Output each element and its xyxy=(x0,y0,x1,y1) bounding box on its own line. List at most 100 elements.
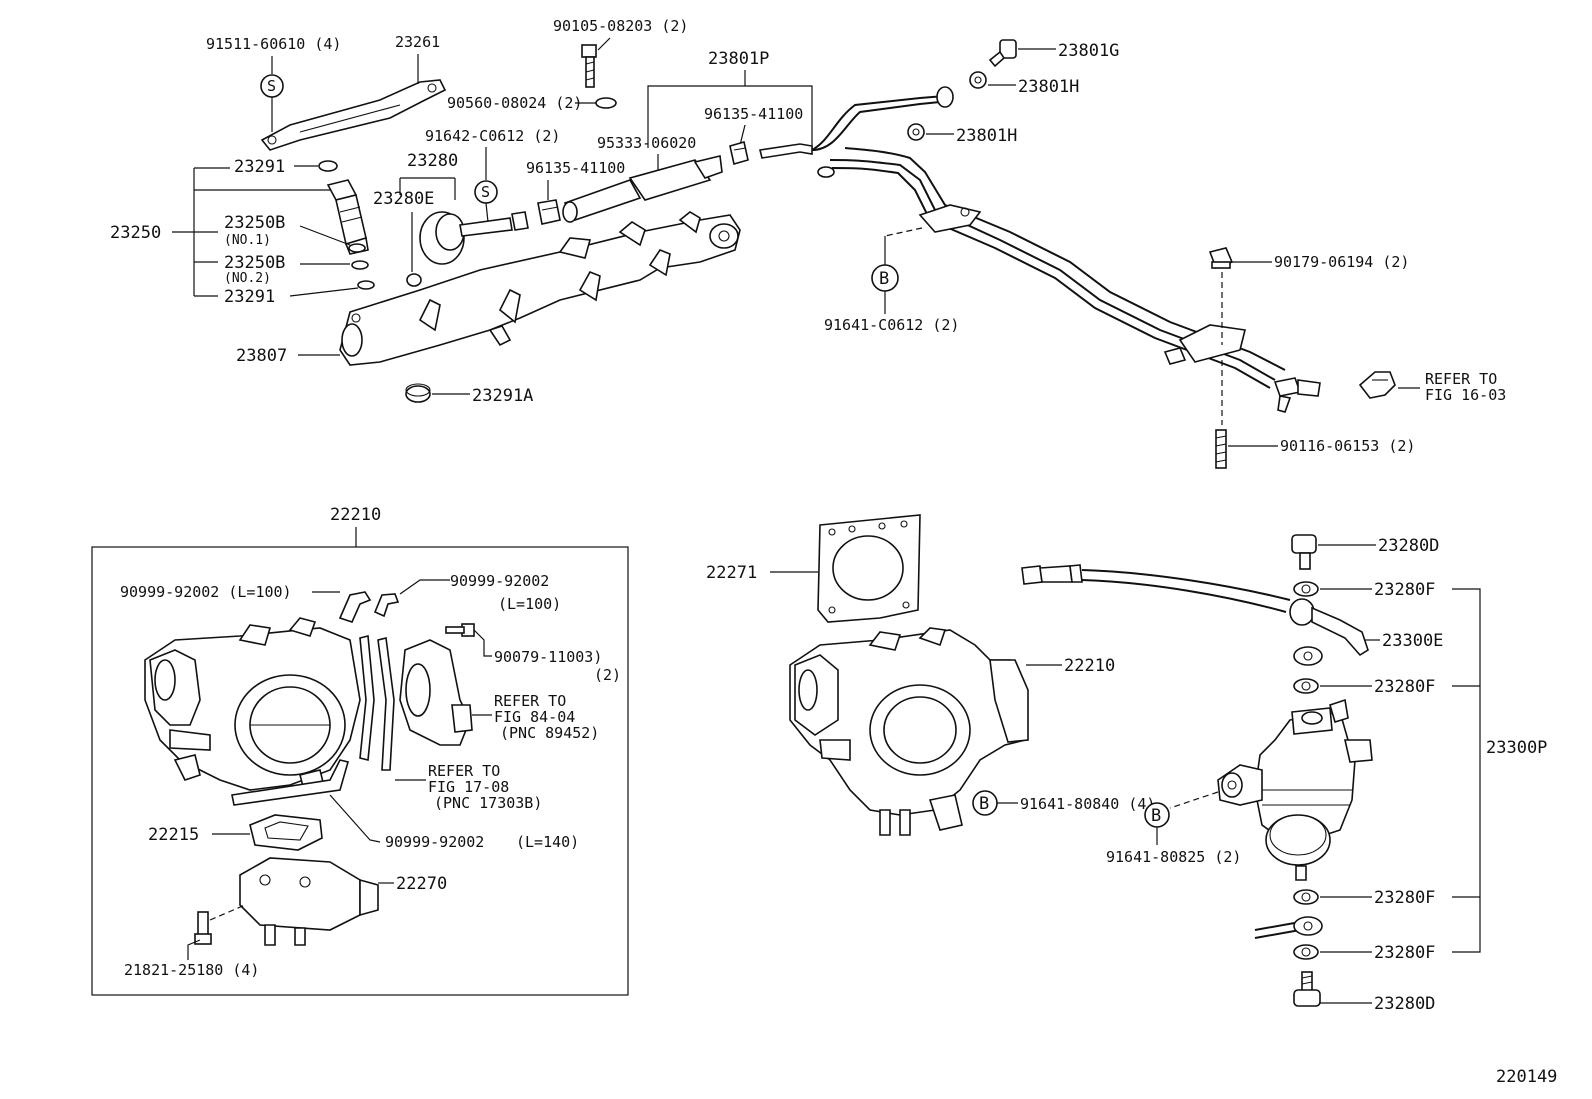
label-23280D-bottom: 23280D xyxy=(1374,994,1435,1014)
insulator-23291A xyxy=(405,385,431,403)
bolt-23280D-top xyxy=(1291,534,1317,570)
label-90999-b: 90999-92002 xyxy=(450,572,549,590)
label-23801H-a: 23801H xyxy=(1018,77,1079,97)
label-23250: 23250 xyxy=(110,223,161,243)
symbol-b-icon: B xyxy=(972,790,998,816)
regulator-23280 xyxy=(419,211,529,265)
label-90999-c-len: (L=140) xyxy=(516,833,579,851)
gasket-22215 xyxy=(249,814,323,851)
label-23300E: 23300E xyxy=(1382,631,1443,651)
label-23291A: 23291A xyxy=(472,386,533,406)
gasket-22271 xyxy=(817,514,921,623)
isc-valve-22270 xyxy=(239,857,379,946)
air-valve-right xyxy=(399,639,473,746)
label-90999-b-len: (L=100) xyxy=(498,595,561,613)
washer-90560 xyxy=(595,97,617,109)
label-91641-80840: 91641-80840 (4) xyxy=(1020,795,1155,813)
label-22271: 22271 xyxy=(706,563,757,583)
label-22215: 22215 xyxy=(148,825,199,845)
hose-90999-a xyxy=(338,591,400,623)
label-21821: 21821-25180 (4) xyxy=(124,961,259,979)
symbol-s-icon: S xyxy=(260,74,284,98)
label-refer-84-04-a: REFER TO xyxy=(494,692,566,710)
gasket-23280F-4 xyxy=(1293,944,1319,960)
gasket-23801H-b xyxy=(907,123,925,141)
label-23261: 23261 xyxy=(395,33,440,51)
throttle-body-22210-right xyxy=(789,627,1029,836)
svg-text:B: B xyxy=(979,794,989,814)
fuel-hose-23300E xyxy=(1021,564,1369,666)
label-90560: 90560-08024 (2) xyxy=(447,94,582,112)
label-91511: 91511-60610 (4) xyxy=(206,35,341,53)
label-refer-16-03-b: FIG 16-03 xyxy=(1425,386,1506,404)
o-ring-23280E xyxy=(406,273,422,287)
label-23280F-4: 23280F xyxy=(1374,943,1435,963)
o-ring-23291-a xyxy=(318,160,338,172)
label-refer-17-08-b: FIG 17-08 xyxy=(428,778,509,796)
label-23801H-b: 23801H xyxy=(956,126,1017,146)
label-23280F-1: 23280F xyxy=(1374,580,1435,600)
o-ring-23250B-1 xyxy=(348,243,366,253)
symbol-b-icon: B xyxy=(1144,802,1170,828)
diagram-id: 220149 xyxy=(1496,1067,1557,1087)
hose-90999-c xyxy=(231,759,349,806)
label-22270: 22270 xyxy=(396,874,447,894)
stud-90116 xyxy=(1215,429,1227,469)
svg-text:B: B xyxy=(1151,806,1161,826)
label-refer-16-03-a: REFER TO xyxy=(1425,370,1497,388)
label-23280D-top: 23280D xyxy=(1378,536,1439,556)
label-95333: 95333-06020 xyxy=(597,134,696,152)
label-22210-top: 22210 xyxy=(330,505,381,525)
label-23280E: 23280E xyxy=(373,189,434,209)
label-23807: 23807 xyxy=(236,346,287,366)
label-90999-c: 90999-92002 xyxy=(385,833,484,851)
label-23291-a: 23291 xyxy=(234,157,285,177)
label-91641-C0612: 91641-C0612 (2) xyxy=(824,316,959,334)
clip-ref-16-03 xyxy=(1358,371,1396,399)
hose-95333 xyxy=(562,155,723,223)
screw-21821 xyxy=(194,911,212,945)
label-91641-80825: 91641-80825 (2) xyxy=(1106,848,1241,866)
bolt-90079 xyxy=(445,623,475,637)
label-90105: 90105-08203 (2) xyxy=(553,17,688,35)
symbol-b-icon: B xyxy=(871,264,899,292)
bracket-23261 xyxy=(260,79,447,151)
label-90179: 90179-06194 (2) xyxy=(1274,253,1409,271)
label-91642: 91642-C0612 (2) xyxy=(425,127,560,145)
label-23280F-3: 23280F xyxy=(1374,888,1435,908)
injector-23250 xyxy=(326,179,369,255)
label-23801G: 23801G xyxy=(1058,41,1119,61)
clip-96135-b xyxy=(537,199,561,225)
gasket-23280F-2 xyxy=(1293,678,1319,694)
label-90079: 90079-11003) xyxy=(494,648,602,666)
bolt-90105 xyxy=(581,44,597,88)
label-96135-a: 96135-41100 xyxy=(704,105,803,123)
throttle-body-assembly-box xyxy=(91,546,629,996)
bolt-23801G xyxy=(988,39,1017,68)
label-23250B-1-note: (NO.1) xyxy=(224,233,271,248)
gasket-23280F-1 xyxy=(1293,581,1319,597)
svg-text:S: S xyxy=(267,77,276,95)
throttle-body-22210-left xyxy=(144,617,361,795)
o-ring-23250B-2 xyxy=(351,260,369,270)
hose-pipe-center xyxy=(359,634,395,771)
bolt-23280D-bottom xyxy=(1293,971,1321,1007)
o-ring-23291-b xyxy=(357,280,375,290)
label-23250B-2: 23250B xyxy=(224,253,285,273)
label-23801P: 23801P xyxy=(708,49,769,69)
label-refer-17-08-a: REFER TO xyxy=(428,762,500,780)
label-22210-right: 22210 xyxy=(1064,656,1115,676)
svg-text:B: B xyxy=(879,269,889,289)
label-23291-b: 23291 xyxy=(224,287,275,307)
pulsation-damper-23300P xyxy=(1217,698,1373,881)
label-refer-84-04-b: FIG 84-04 xyxy=(494,708,575,726)
svg-text:S: S xyxy=(481,183,490,201)
label-23300P: 23300P xyxy=(1486,738,1547,758)
label-23250B-2-note: (NO.2) xyxy=(224,271,271,286)
label-23280: 23280 xyxy=(407,151,458,171)
fuel-tube-23801 xyxy=(759,86,1321,413)
nut-90179 xyxy=(1208,247,1234,270)
label-90999-a: 90999-92002 (L=100) xyxy=(120,583,292,601)
fuel-line-eye xyxy=(1254,916,1323,939)
